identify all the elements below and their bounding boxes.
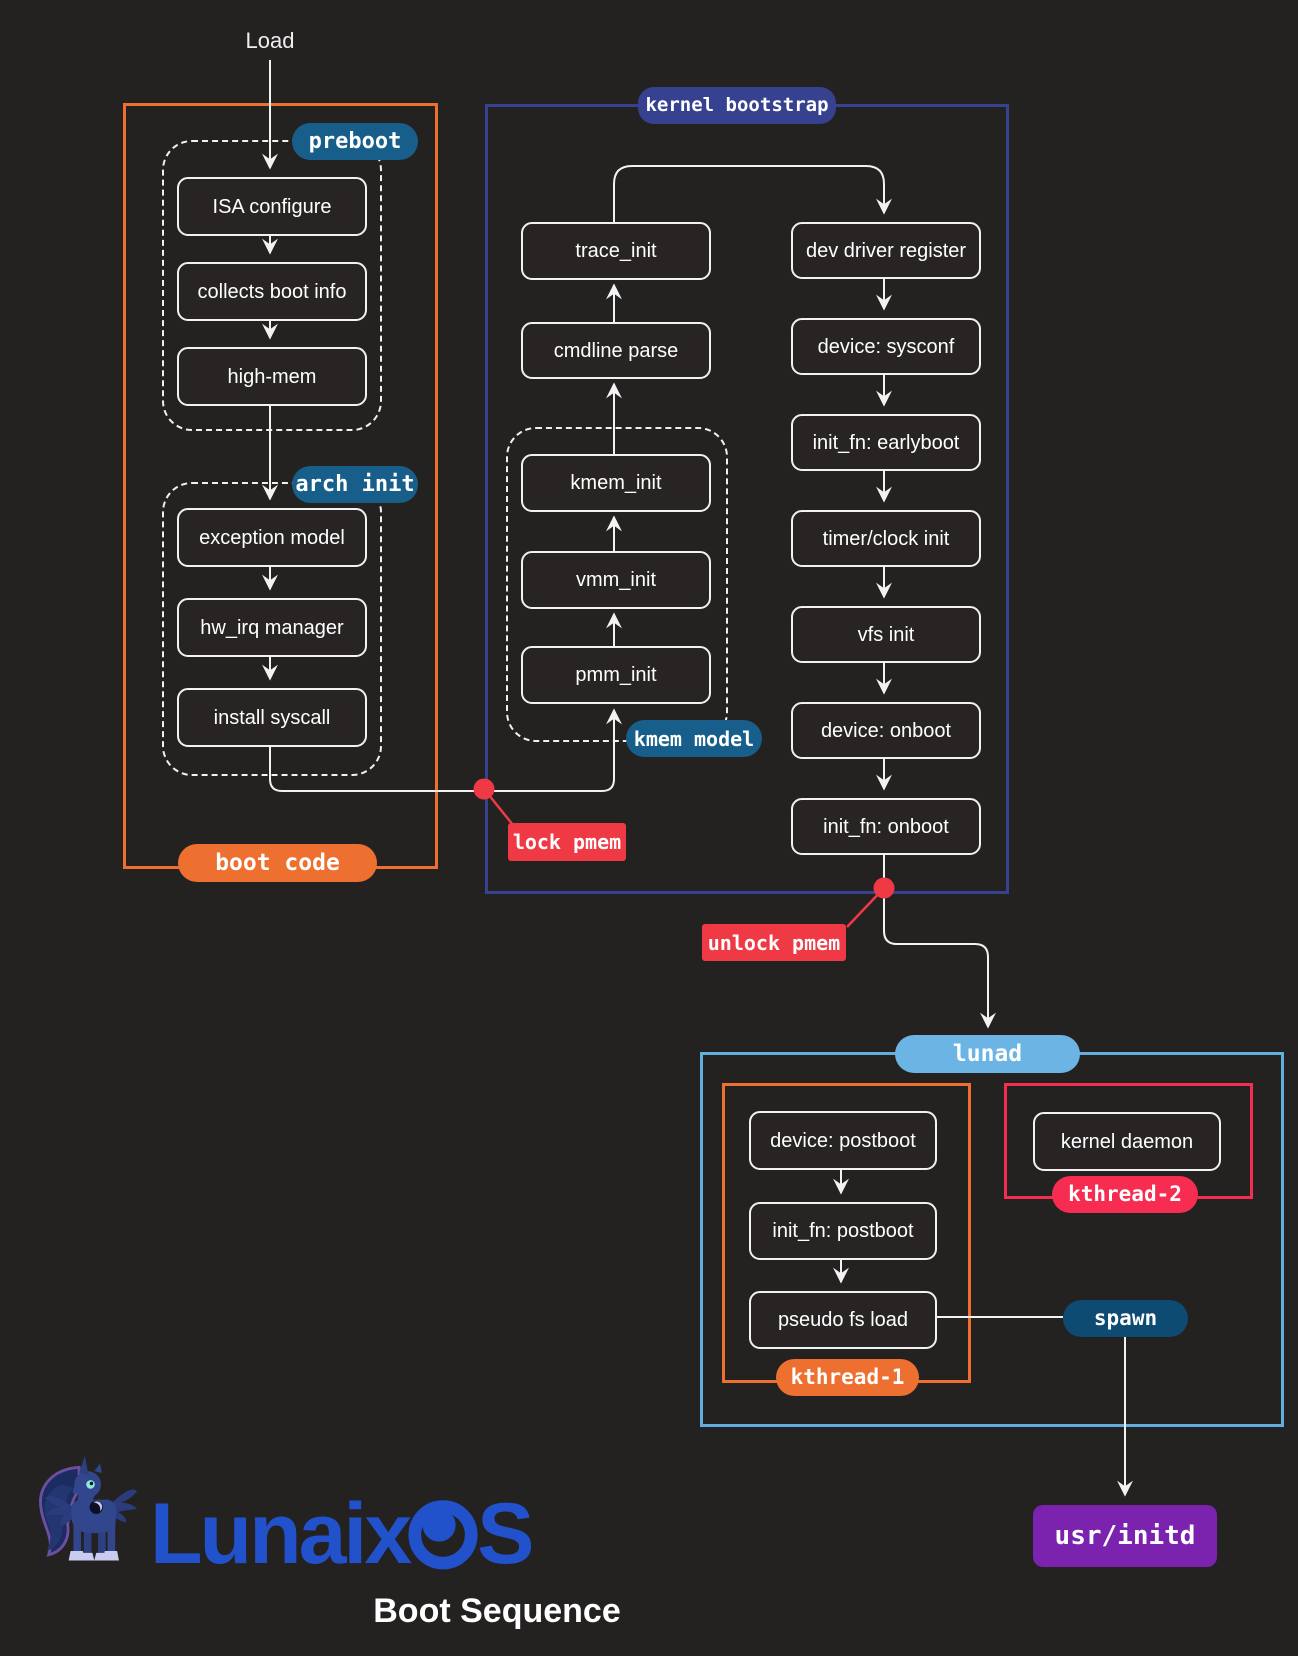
node-label: trace_init — [575, 240, 657, 262]
node-hw-irq-manager: hw_irq manager — [177, 598, 367, 657]
node-trace-init: trace_init — [521, 222, 711, 280]
lunaixos-logo: Lunaix S — [150, 1486, 535, 1583]
node-device-onboot: device: onboot — [791, 702, 981, 759]
node-device-sysconf: device: sysconf — [791, 318, 981, 375]
node-cmdline-parse: cmdline parse — [521, 322, 711, 379]
node-dev-driver-register: dev driver register — [791, 222, 981, 279]
node-label: install syscall — [213, 706, 331, 729]
node-label: vfs init — [857, 623, 915, 646]
lunad-pill: lunad — [895, 1035, 1080, 1073]
node-install-syscall: install syscall — [177, 688, 367, 747]
node-label: exception model — [199, 526, 345, 549]
node-pmm-init: pmm_init — [521, 646, 711, 704]
unlock-pmem-dot — [873, 877, 895, 899]
kmem-model-pill: kmem model — [626, 720, 762, 757]
node-label: vmm_init — [575, 569, 656, 591]
kthread-2-pill: kthread-2 — [1052, 1176, 1198, 1213]
kernel-bootstrap-pill: kernel bootstrap — [638, 87, 836, 124]
node-init-fn-postboot: init_fn: postboot — [749, 1202, 937, 1260]
node-collects-boot-info: collects boot info — [177, 262, 367, 321]
node-label: device: onboot — [820, 719, 952, 742]
node-label: high-mem — [227, 365, 317, 388]
node-label: init_fn: onboot — [823, 815, 949, 838]
node-label: cmdline parse — [553, 339, 679, 362]
arch-init-pill: arch init — [292, 466, 418, 503]
node-label: timer/clock init — [822, 527, 950, 550]
spawn-pill: spawn — [1063, 1300, 1188, 1337]
load-label: Load — [245, 28, 295, 53]
preboot-pill: preboot — [292, 123, 418, 160]
node-label: hw_irq manager — [200, 616, 344, 639]
arch-init-group — [162, 482, 382, 776]
node-label: device: sysconf — [817, 335, 955, 358]
diagram-caption: Boot Sequence — [373, 1592, 621, 1630]
lock-pmem-callout — [473, 778, 895, 928]
node-high-mem: high-mem — [177, 347, 367, 406]
node-label: ISA configure — [212, 195, 332, 218]
node-init-fn-onboot: init_fn: onboot — [791, 798, 981, 855]
node-label: pmm_init — [575, 664, 657, 686]
node-label: collects boot info — [197, 280, 347, 303]
kthread-1-pill: kthread-1 — [776, 1359, 919, 1396]
logo-moon-o-icon — [408, 1500, 478, 1570]
node-label: kernel daemon — [1060, 1130, 1194, 1153]
node-init-fn-earlyboot: init_fn: earlyboot — [791, 414, 981, 471]
usr-initd-box: usr/initd — [1033, 1505, 1217, 1567]
lock-pmem-label: lock pmem — [508, 823, 626, 861]
node-kmem-init: kmem_init — [521, 454, 711, 512]
node-pseudo-fs-load: pseudo fs load — [749, 1291, 937, 1349]
node-kernel-daemon: kernel daemon — [1033, 1112, 1221, 1171]
node-label: pseudo fs load — [777, 1309, 909, 1331]
preboot-group — [162, 140, 382, 431]
node-label: init_fn: postboot — [772, 1220, 914, 1242]
luna-mascot-icon — [24, 1452, 138, 1577]
node-timer-clock-init: timer/clock init — [791, 510, 981, 567]
node-label: init_fn: earlyboot — [812, 431, 960, 454]
kmem-model-group — [506, 427, 728, 742]
logo-text-suffix: S — [477, 1486, 534, 1583]
node-exception-model: exception model — [177, 508, 367, 567]
lock-pmem-dot — [473, 778, 495, 800]
logo-text-prefix: Lunaix — [150, 1486, 412, 1583]
boot-code-pill: boot code — [178, 844, 377, 882]
node-label: kmem_init — [570, 472, 662, 494]
unlock-pmem-label: unlock pmem — [702, 924, 846, 961]
node-device-postboot: device: postboot — [749, 1111, 937, 1170]
node-label: device: postboot — [770, 1129, 916, 1152]
node-vmm-init: vmm_init — [521, 551, 711, 609]
node-label: dev driver register — [805, 239, 967, 262]
node-vfs-init: vfs init — [791, 606, 981, 663]
node-isa-configure: ISA configure — [177, 177, 367, 236]
